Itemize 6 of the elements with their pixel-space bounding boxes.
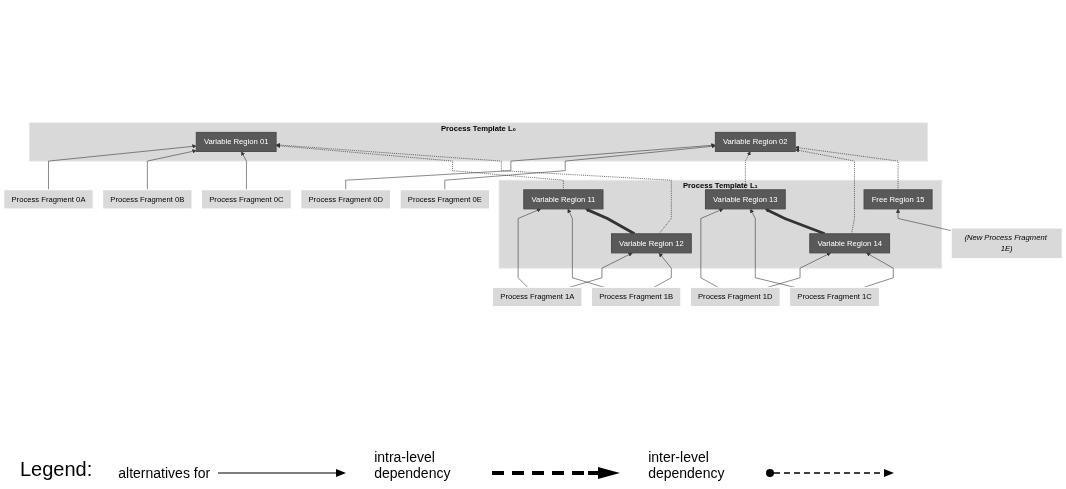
arrow [585, 208, 636, 235]
legend-text: intra-level dependency [374, 449, 452, 481]
legend-heading: Legend: [20, 458, 93, 480]
legend-text: alternatives for [118, 465, 211, 481]
legend-text: inter-level dependency [648, 449, 726, 481]
arrow [764, 208, 826, 235]
